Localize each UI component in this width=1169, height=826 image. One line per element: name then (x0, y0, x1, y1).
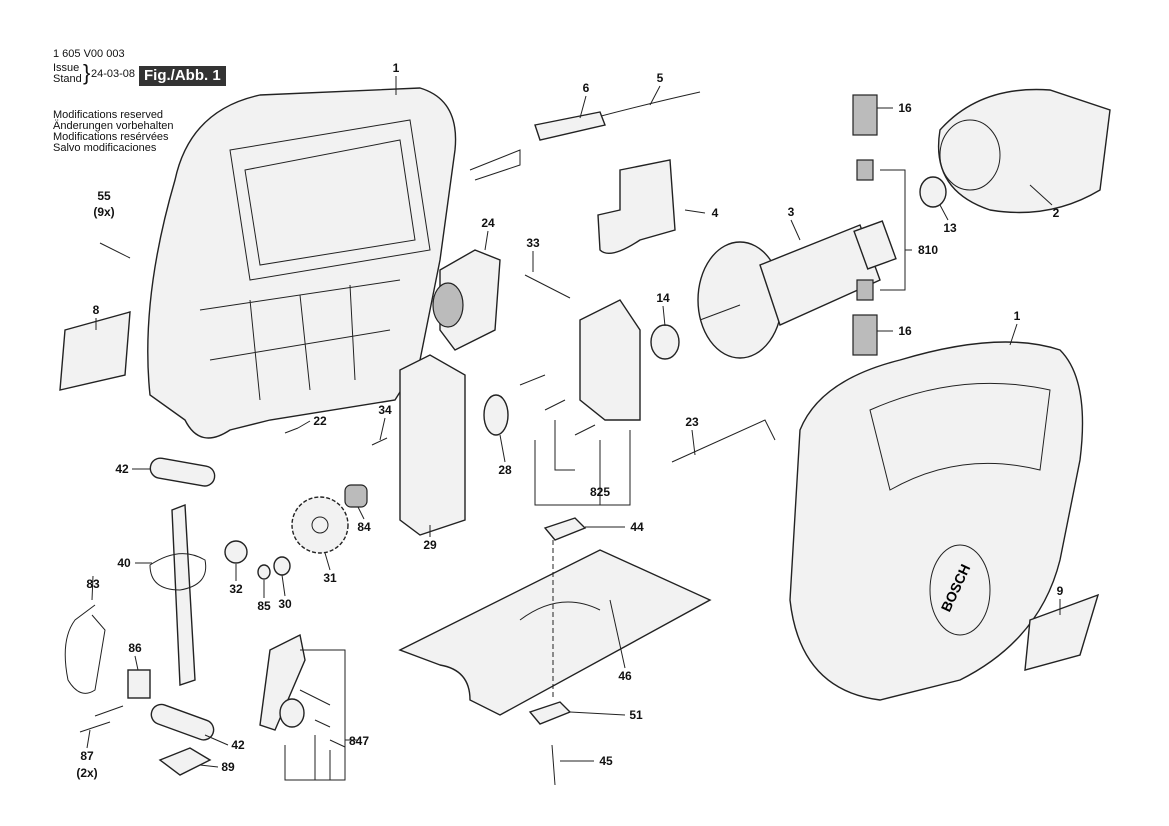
part-label-44: 44 (630, 520, 644, 534)
part-label-16: 16 (898, 101, 912, 115)
bearing-13 (919, 176, 947, 208)
roller-42b (150, 703, 215, 741)
part-label-85: 85 (257, 599, 271, 613)
part-86 (127, 669, 151, 699)
figure-label: Fig./Abb. 1 (139, 66, 226, 86)
housing-left-half (147, 87, 457, 439)
part-label-86: 86 (128, 641, 142, 655)
notice-fr: Modifications resérvées (53, 131, 169, 143)
part-label-40: 40 (117, 556, 131, 570)
part-label-6: 6 (582, 81, 590, 95)
cable-sleeve-6 (534, 111, 606, 141)
armature-fan (697, 241, 783, 359)
part-label-89: 89 (221, 760, 235, 774)
part-label-31: 31 (323, 571, 337, 585)
part-label-83: 83 (86, 577, 100, 591)
lever-847 (259, 633, 306, 731)
base-plate-46 (398, 549, 712, 716)
part-label-1b: 1 (1013, 309, 1021, 323)
part-label-13: 13 (943, 221, 957, 235)
stand-label: Stand (53, 73, 82, 85)
part-label-87: 87 (80, 749, 94, 763)
part-label-28: 28 (498, 463, 512, 477)
part-label-29: 29 (423, 538, 437, 552)
part-qty-9x: (9x) (93, 205, 115, 219)
washer-28 (483, 394, 509, 436)
part-label-810: 810 (917, 243, 939, 257)
part-label-34: 34 (378, 403, 392, 417)
part-label-3: 3 (787, 205, 795, 219)
part-label-825: 825 (589, 485, 611, 499)
label-8 (59, 311, 131, 391)
part-label-8: 8 (92, 303, 100, 317)
part-label-51: 51 (629, 708, 643, 722)
part-label-9: 9 (1056, 584, 1064, 598)
part-qty-2x: (2x) (76, 766, 98, 780)
roller-42 (149, 457, 216, 487)
part-label-4: 4 (711, 206, 719, 220)
bearing-14 (650, 324, 680, 360)
part-label-55: 55 (97, 189, 111, 203)
document-number: 1 605 V00 003 (53, 48, 125, 60)
bushing-84 (344, 484, 368, 508)
issue-label: Issue (53, 62, 80, 74)
part-label-16b: 16 (898, 324, 912, 338)
part-label-32: 32 (229, 582, 243, 596)
guide-plate (579, 299, 641, 421)
brush-holder-16b (852, 314, 878, 356)
part-label-24: 24 (481, 216, 495, 230)
part-label-847: 847 (348, 734, 370, 748)
gear-31 (291, 496, 349, 554)
part-label-14: 14 (656, 291, 670, 305)
housing-right-assembled (789, 341, 1084, 701)
part-label-46: 46 (618, 669, 632, 683)
part-label-2: 2 (1052, 206, 1060, 220)
issue-date: 24-03-08 (91, 68, 136, 80)
pad-89 (158, 747, 212, 776)
label-9 (1024, 593, 1100, 671)
part-label-22: 22 (313, 414, 327, 428)
part-label-33: 33 (526, 236, 540, 250)
motor-housing-2 (937, 88, 1111, 214)
part-label-30: 30 (278, 597, 292, 611)
part-label-1: 1 (392, 61, 400, 75)
clip-83 (64, 604, 106, 694)
lifting-rod-40 (171, 504, 196, 686)
notice-en: Modifications reserved (53, 109, 164, 121)
part-label-5: 5 (656, 71, 664, 85)
plate-29 (399, 354, 466, 536)
part-label-42: 42 (115, 462, 129, 476)
part-label-45: 45 (599, 754, 613, 768)
armature-3 (759, 224, 881, 326)
screw-33 (524, 274, 571, 299)
part-label-84: 84 (357, 520, 371, 534)
part-label-42b: 42 (231, 738, 245, 752)
notice-de: Änderungen vorbehalten (53, 120, 174, 132)
part-label-23: 23 (685, 415, 699, 429)
hex-key-23 (671, 419, 776, 463)
notice-es: Salvo modificaciones (53, 142, 157, 154)
brush-holder-16 (852, 94, 878, 136)
switch-4 (597, 159, 676, 254)
brace: } (83, 60, 91, 85)
